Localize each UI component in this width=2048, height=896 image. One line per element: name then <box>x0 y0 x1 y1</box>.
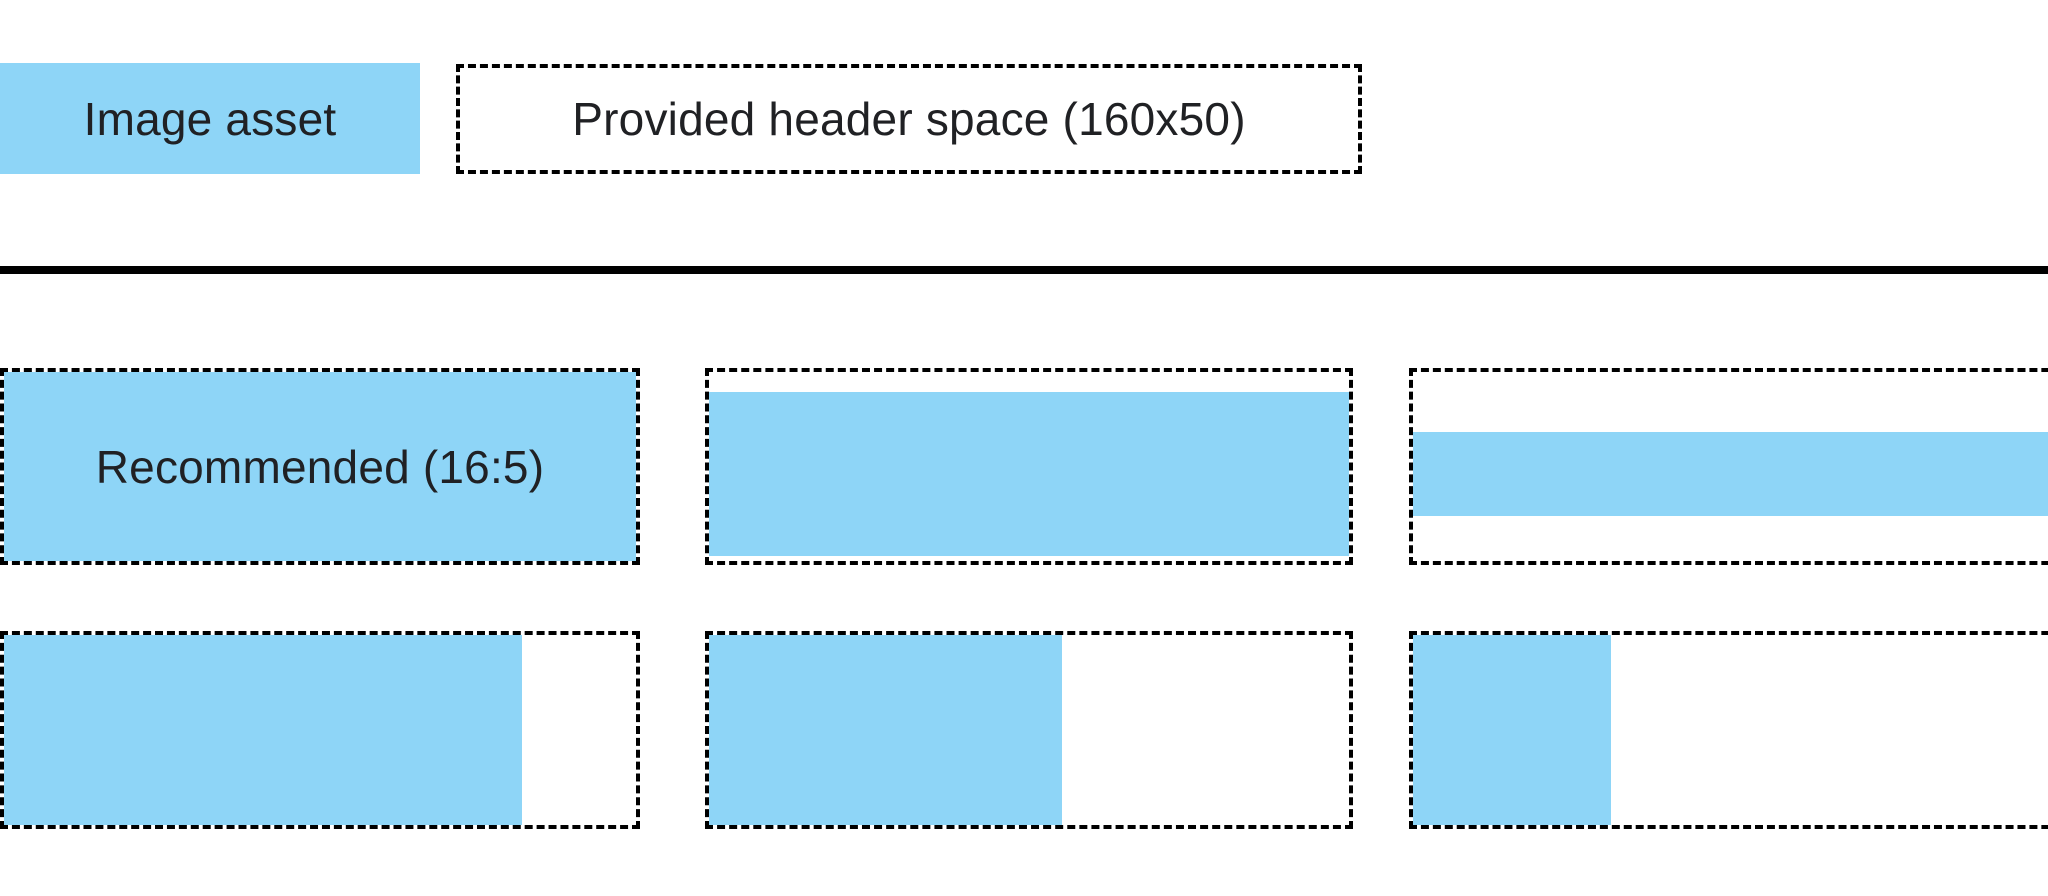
legend-image-asset-swatch: Image asset <box>0 63 420 174</box>
example-recommended-label: Recommended (16:5) <box>95 440 545 493</box>
example-full-width-thin-banner <box>1409 368 2048 565</box>
legend-header-space-box: Provided header space (160x50) <box>456 64 1362 174</box>
example-partial-width-small <box>1409 631 2048 829</box>
example-recommended-16-5: Recommended (16:5) <box>0 368 640 565</box>
example-partial-width-large <box>0 631 640 829</box>
legend-header-space-label: Provided header space (160x50) <box>572 93 1246 145</box>
example-partial-width-half <box>705 631 1353 829</box>
section-divider-line <box>0 266 2048 274</box>
example-full-width-slightly-short <box>705 368 1353 565</box>
legend-image-asset-label: Image asset <box>83 92 337 145</box>
